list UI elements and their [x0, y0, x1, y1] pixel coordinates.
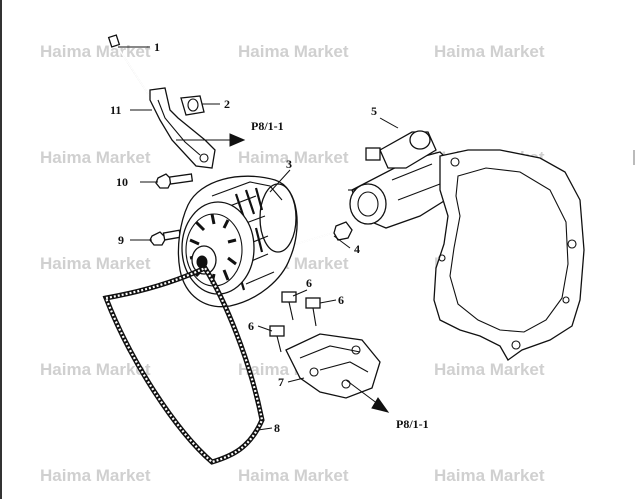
callout-6: 6: [306, 276, 312, 290]
part-5-starter: [348, 130, 459, 229]
part-8-drive-belt: [102, 264, 265, 465]
page-reference-top: P8/1-1: [251, 119, 284, 133]
callout-10: 10: [116, 175, 128, 189]
callout-6: 6: [248, 319, 254, 333]
transmission-housing: [433, 149, 585, 361]
watermark: Haima Market: [434, 360, 545, 379]
part-6-bolt: [281, 291, 297, 321]
watermark: Haima Market: [434, 466, 545, 485]
callout-labels: 1 2 3 4 5 6 6 6 7 8 9 10 11: [110, 40, 377, 435]
callout-6: 6: [338, 293, 344, 307]
callout-11: 11: [110, 103, 121, 117]
callout-8: 8: [274, 421, 280, 435]
part-9-bolt: [149, 229, 182, 246]
callout-1: 1: [154, 40, 160, 54]
watermark-layer: Haima Market Haima Market Haima Market H…: [40, 42, 545, 485]
page-reference-bottom: P8/1-1: [396, 417, 429, 431]
callout-4: 4: [354, 242, 360, 256]
callout-2: 2: [224, 97, 230, 111]
part-6-bolt: [305, 297, 321, 327]
watermark: Haima Market: [40, 42, 151, 61]
part-1-bolt: [107, 34, 153, 101]
callout-7: 7: [278, 375, 284, 389]
watermark: Haima Market: [40, 466, 151, 485]
watermark: Haima Market: [40, 148, 151, 167]
part-3-alternator: [177, 175, 298, 308]
watermark: Haima Market: [434, 42, 545, 61]
watermark: Haima Market: [238, 42, 349, 61]
part-2-bushing: [180, 95, 205, 116]
part-10-bolt: [155, 173, 194, 189]
callout-3: 3: [286, 157, 292, 171]
part-6-bolt: [269, 325, 285, 353]
part-7-bracket: [285, 333, 381, 399]
watermark: Haima Market: [40, 254, 151, 273]
watermark: Haima Market: [40, 360, 151, 379]
watermark: Haima Market: [238, 466, 349, 485]
callout-9: 9: [118, 233, 124, 247]
leader-lines: [118, 46, 399, 431]
callout-5: 5: [371, 104, 377, 118]
part-4-bolt: [295, 221, 353, 245]
watermark: Haima Market: [238, 148, 349, 167]
part-11-bracket: [149, 87, 216, 169]
